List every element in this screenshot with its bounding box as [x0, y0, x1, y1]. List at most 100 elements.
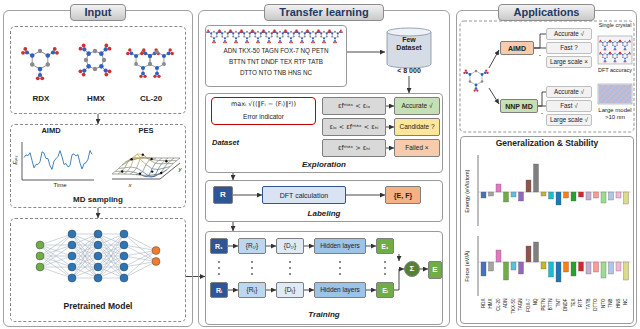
- drawing-part: [625, 61, 626, 62]
- drawing-part: [245, 42, 247, 44]
- drawing-part: [627, 54, 629, 55]
- node-text: Error indicator: [212, 113, 315, 120]
- drawing-part: [617, 91, 618, 92]
- label-holder: Energy (eV/atom): [464, 161, 470, 221]
- drawing-part: [287, 36, 289, 38]
- drawing-part: [605, 61, 607, 62]
- node-text: Hidden layers: [320, 243, 360, 250]
- crystal-image: [598, 36, 632, 64]
- drawing-part: [623, 89, 624, 90]
- drawing-part: [617, 85, 618, 86]
- drawing-part: [609, 53, 610, 54]
- drawing-part: [133, 168, 136, 172]
- drawing-part: [40, 245, 72, 267]
- drawing-part: [98, 245, 124, 278]
- drawing-part: [283, 31, 285, 33]
- drawing-part: [613, 89, 614, 90]
- drawing-part: [40, 245, 72, 278]
- drawing-part: [603, 54, 605, 55]
- drawing-part: [623, 93, 624, 94]
- drawing-part: [609, 91, 610, 92]
- drawing-part: [623, 99, 624, 100]
- drawing-part: [131, 158, 134, 167]
- drawing-part: [72, 234, 98, 267]
- label-text: NQ: [533, 299, 538, 321]
- drawing-part: [620, 52, 621, 53]
- sample-dot: [151, 170, 153, 172]
- drawing-part: [40, 256, 72, 267]
- bar: [526, 246, 531, 262]
- drawing-part: [252, 30, 254, 32]
- drawing-part: [609, 40, 610, 41]
- drawing-part: [604, 49, 606, 50]
- drawing-part: [25, 50, 29, 54]
- drawing-part: [40, 234, 72, 245]
- drawing-part: [140, 52, 143, 55]
- drawing-part: [252, 32, 254, 33]
- drawing-part: [302, 41, 303, 42]
- drawing-part: [609, 93, 610, 94]
- node-text: Few Dataset: [391, 36, 427, 52]
- drawing-part: [224, 37, 226, 39]
- drawing-part: [625, 87, 626, 88]
- drawing-part: [279, 37, 281, 39]
- drawing-part: [626, 56, 628, 58]
- drawing-part: [306, 30, 308, 32]
- drawing-part: [82, 44, 86, 48]
- drawing-part: [620, 41, 621, 42]
- bar: [586, 262, 591, 274]
- drawing-part: [608, 40, 610, 41]
- connector-arrow: [538, 106, 546, 107]
- method-box: AIMD: [500, 41, 534, 55]
- drawing-part: [317, 32, 319, 33]
- label-text: TNB: [608, 299, 613, 321]
- drawing-part: [265, 36, 267, 38]
- drawing-part: [251, 30, 253, 32]
- node-text: Generalization & Stability: [461, 139, 633, 149]
- label-holder: Force (eV/Å): [464, 241, 470, 291]
- neuron: [68, 230, 76, 238]
- drawing-part: [290, 41, 291, 42]
- bar: [609, 262, 614, 274]
- drawing-part: [609, 85, 610, 86]
- drawing-part: [607, 91, 608, 92]
- neuron: [120, 230, 128, 238]
- drawing-part: [125, 162, 128, 168]
- drawing-part: [323, 40, 325, 42]
- label-holder: DNDF: [563, 299, 568, 321]
- label-holder: Eₜₒₜ: [12, 150, 19, 170]
- drawing-part: [620, 53, 621, 54]
- drawing-part: [603, 99, 604, 100]
- drawing-part: [155, 50, 159, 54]
- label-text: DTTO: [593, 299, 598, 321]
- drawing-part: [610, 53, 611, 54]
- drawing-part: [621, 95, 622, 96]
- drawing-part: [124, 234, 156, 262]
- drawing-part: [613, 93, 614, 94]
- neuron: [68, 274, 76, 282]
- drawing-part: [148, 175, 151, 177]
- drawing-part: [284, 31, 286, 33]
- drawing-part: [607, 55, 608, 58]
- label-text: Large model >10 nm: [596, 107, 634, 121]
- drawing-part: [312, 40, 314, 42]
- drawing-part: [234, 42, 236, 44]
- bar: [496, 184, 501, 192]
- text-holder: < 8 000: [385, 67, 433, 75]
- drawing-part: [605, 49, 606, 50]
- drawing-part: [628, 53, 629, 54]
- drawing-part: [621, 85, 622, 86]
- drawing-part: [475, 70, 478, 73]
- drawing-part: [23, 47, 27, 51]
- drawing-part: [627, 91, 628, 92]
- drawing-part: [608, 41, 609, 42]
- drawing-part: [326, 36, 328, 38]
- drawing-part: [324, 41, 325, 42]
- drawing-part: [252, 30, 254, 32]
- node-text: {E, F}: [394, 192, 412, 199]
- drawing-part: [240, 32, 242, 33]
- drawing-part: [614, 41, 616, 43]
- drawing-part: [240, 31, 242, 33]
- bar: [489, 192, 494, 196]
- drawing-part: [619, 40, 620, 41]
